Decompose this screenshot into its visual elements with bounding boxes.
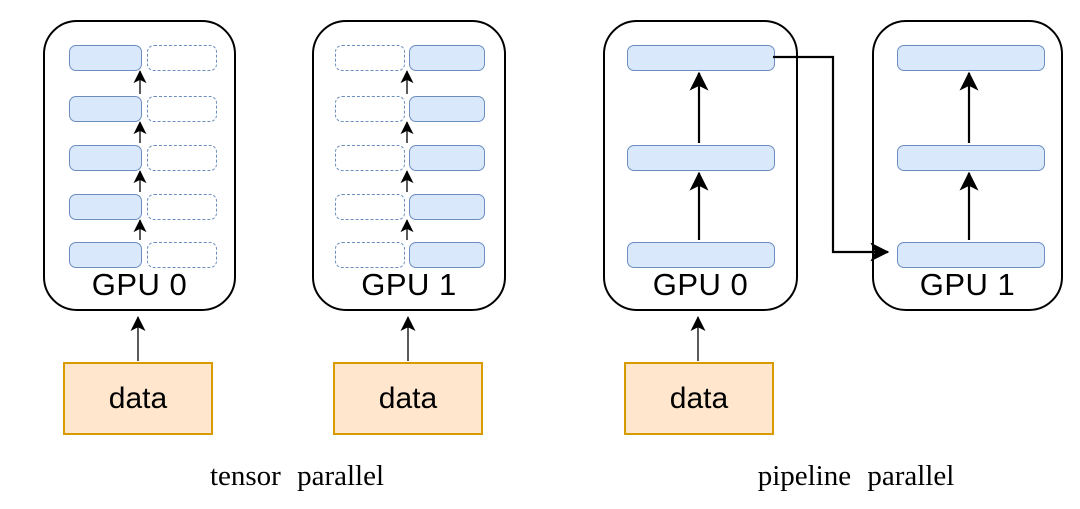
data-box: data bbox=[333, 362, 483, 435]
layer-shard-dashed bbox=[147, 242, 217, 268]
data-box: data bbox=[63, 362, 213, 435]
layer-shard-dashed bbox=[147, 194, 217, 220]
layer-shard-dashed bbox=[147, 96, 217, 122]
gpu-label: GPU 0 bbox=[652, 267, 749, 302]
layer-shard-dashed bbox=[147, 145, 217, 171]
data-box: data bbox=[624, 362, 774, 435]
layer-full bbox=[897, 45, 1045, 71]
tensor-parallel-caption: tensor parallel bbox=[209, 460, 385, 492]
data-label: data bbox=[669, 381, 729, 415]
layer-full bbox=[897, 145, 1045, 171]
layer-shard-dashed bbox=[335, 242, 405, 268]
layer-shard-dashed bbox=[335, 96, 405, 122]
pipeline-gpu0-box: GPU 0 bbox=[603, 20, 798, 311]
gpu-label: GPU 1 bbox=[361, 267, 457, 302]
layer-full bbox=[627, 145, 775, 171]
gpu-label: GPU 1 bbox=[919, 267, 1016, 302]
pipeline-gpu1-box: GPU 1 bbox=[872, 20, 1063, 311]
layer-shard-solid bbox=[409, 96, 485, 122]
layer-full bbox=[627, 45, 775, 71]
tensor-gpu0-box: GPU 0 bbox=[43, 20, 236, 311]
layer-shard-dashed bbox=[335, 45, 405, 71]
layer-shard-dashed bbox=[147, 45, 217, 71]
layer-shard-dashed bbox=[335, 145, 405, 171]
layer-shard-solid bbox=[409, 145, 485, 171]
layer-full bbox=[627, 242, 775, 268]
layer-shard-solid bbox=[69, 96, 142, 122]
layer-shard-solid bbox=[69, 45, 142, 71]
layer-shard-solid bbox=[409, 194, 485, 220]
tensor-gpu1-box: GPU 1 bbox=[312, 20, 506, 311]
layer-shard-solid bbox=[409, 45, 485, 71]
pipeline-parallel-caption: pipeline parallel bbox=[757, 460, 955, 492]
layer-full bbox=[897, 242, 1045, 268]
gpu-label: GPU 0 bbox=[91, 267, 188, 302]
layer-shard-solid bbox=[69, 194, 142, 220]
layer-shard-solid bbox=[69, 242, 142, 268]
data-label: data bbox=[378, 381, 438, 415]
layer-shard-dashed bbox=[335, 194, 405, 220]
layer-shard-solid bbox=[69, 145, 142, 171]
layer-shard-solid bbox=[409, 242, 485, 268]
data-label: data bbox=[108, 381, 168, 415]
